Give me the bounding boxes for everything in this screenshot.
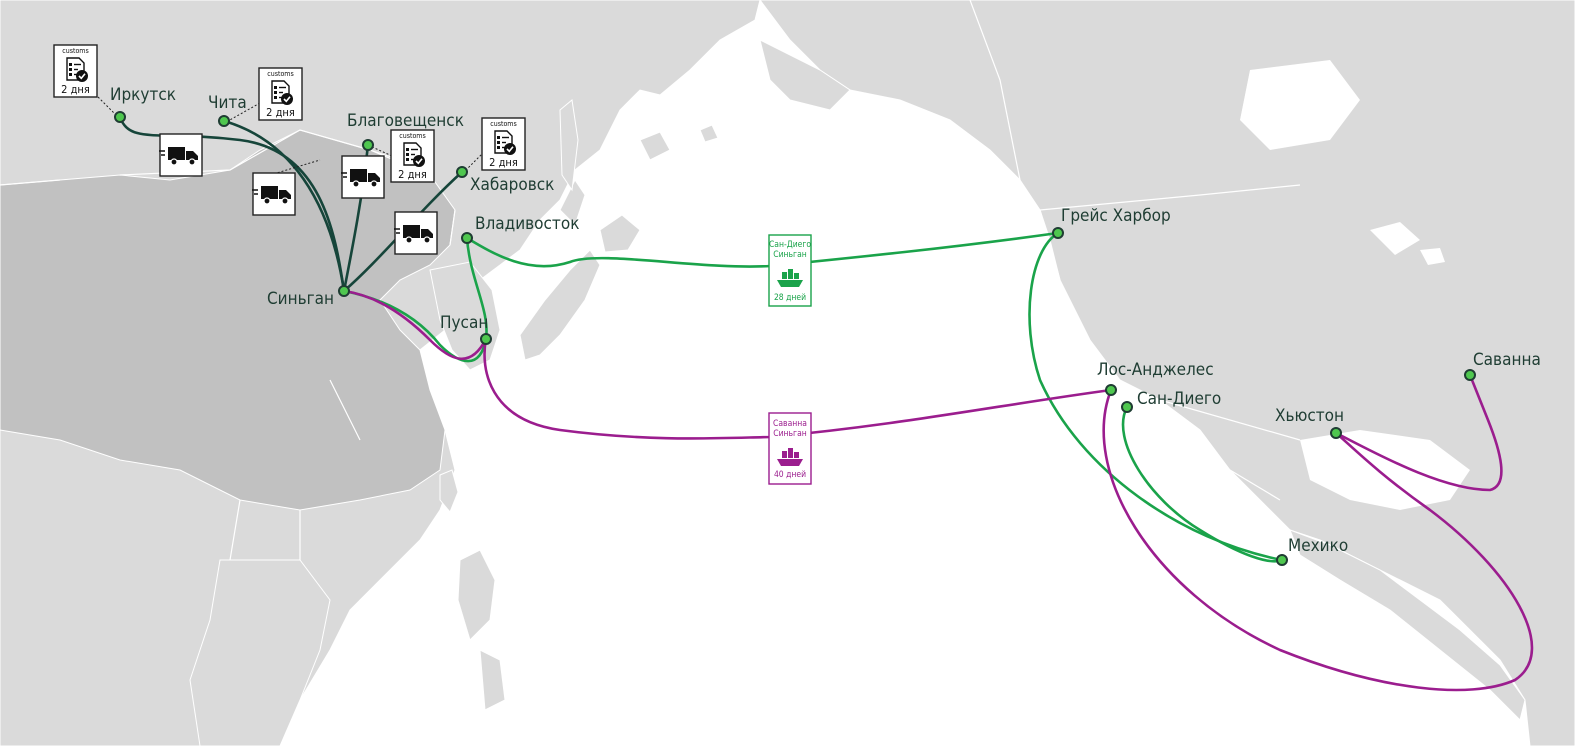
sea-route-vladivostok-grays-harbor [465, 231, 1060, 268]
great-lakes-water [1370, 222, 1445, 265]
city-label-singan: Синьган [267, 289, 334, 309]
truck-badge [340, 155, 385, 199]
alaska-peninsula [759, 39, 851, 111]
city-dot-mexico [1276, 554, 1288, 566]
city-dot-blagoveshchensk [362, 139, 374, 151]
aleutian-islands [639, 124, 719, 161]
sea-badge-line1: Сан-Диего [769, 240, 811, 250]
city-dot-singan [338, 285, 350, 297]
customs-word: customs [490, 120, 516, 128]
sea-badge-days: 40 дней [774, 470, 806, 480]
southeast-asia [189, 559, 331, 746]
hudson-bay-water [1240, 60, 1360, 150]
sea-route-houston-savannah-loop [1334, 373, 1503, 492]
city-dot-vladivostok [461, 232, 473, 244]
city-label-chita: Чита [208, 93, 247, 113]
customs-badge-khabarovsk: customs 2 дня [481, 117, 526, 171]
taiwan-island [439, 469, 459, 513]
north-america-landmass [759, 0, 1575, 746]
city-label-irkutsk: Иркутск [110, 85, 176, 105]
customs-days: 2 дня [398, 168, 427, 181]
customs-badge-chita: customs 2 дня [258, 67, 303, 121]
truck-badges [158, 133, 438, 255]
japan-islands [519, 179, 641, 361]
truck-route-irkutsk-singan [118, 115, 346, 293]
sea-badge-green: Сан-Диего Синьган 28 дней [768, 234, 812, 307]
sea-badge-line2: Синьган [773, 429, 807, 439]
city-label-vladivostok: Владивосток [475, 214, 579, 234]
sea-route-pusan-los-angeles [483, 337, 1113, 440]
customs-badge-irkutsk: customs 2 дня [53, 44, 98, 98]
truck-badge [393, 211, 438, 255]
truck-badge [158, 133, 203, 177]
country-borders [0, 0, 1300, 560]
city-dot-irkutsk [114, 111, 126, 123]
customs-badges: customs 2 дня customs 2 дня customs 2 дн… [53, 44, 526, 183]
china-region [0, 129, 456, 511]
city-label-khabarovsk: Хабаровск [470, 175, 554, 195]
city-label-los-angeles: Лос-Анджелес [1097, 360, 1214, 380]
customs-days: 2 дня [266, 106, 295, 119]
city-dot-khabarovsk [456, 166, 468, 178]
city-dot-savannah [1464, 369, 1476, 381]
city-label-pusan: Пусан [440, 313, 488, 333]
customs-word: customs [399, 132, 425, 140]
truck-badge [251, 172, 296, 216]
sea-route-singan-pusan-purple [342, 289, 488, 360]
sakhalin-island [559, 99, 579, 192]
city-dots [114, 111, 1476, 566]
gulf-of-mexico-water [1300, 430, 1470, 510]
gulf-of-california-water [1140, 415, 1215, 505]
routes [118, 115, 1534, 692]
sea-route-los-angeles-houston-loop [1102, 388, 1534, 692]
truck-route-chita-singan [222, 119, 346, 293]
cargo-ship-icon [777, 269, 803, 287]
customs-word: customs [62, 47, 88, 55]
city-label-mexico: Мехико [1288, 536, 1348, 556]
sea-badge-line2: Синьган [773, 250, 807, 260]
city-dot-los-angeles [1105, 384, 1117, 396]
city-label-houston: Хьюстон [1275, 406, 1344, 426]
customs-days: 2 дня [489, 156, 518, 169]
city-label-blagoveshchensk: Благовещенск [347, 111, 464, 131]
city-label-grays-harbor: Грейс Харбор [1061, 206, 1171, 226]
city-dot-grays-harbor [1052, 227, 1064, 239]
central-america [1289, 529, 1526, 721]
sea-route-singan-pusan-green [342, 236, 488, 363]
sea-badge-line1: Саванна [773, 419, 807, 429]
city-dot-san-diego [1121, 401, 1133, 413]
philippines-islands [457, 549, 506, 711]
cargo-ship-icon [777, 448, 803, 466]
sea-badge-purple: Саванна Синьган 40 дней [768, 412, 812, 485]
city-dot-houston [1330, 427, 1342, 439]
sea-badge-days: 28 дней [774, 293, 806, 303]
city-dot-chita [218, 115, 230, 127]
customs-badge-blagoveshchensk: customs 2 дня [390, 129, 435, 183]
city-dot-pusan [480, 333, 492, 345]
sea-route-grays-harbor-mexico [1028, 231, 1284, 562]
customs-days: 2 дня [61, 83, 90, 96]
customs-word: customs [267, 70, 293, 78]
city-labels: Иркутск Чита Благовещенск Хабаровск Влад… [110, 85, 1541, 556]
city-label-san-diego: Сан-Диего [1137, 389, 1221, 409]
city-label-savannah: Саванна [1473, 350, 1541, 370]
sea-route-san-diego-mexico [1121, 405, 1284, 563]
